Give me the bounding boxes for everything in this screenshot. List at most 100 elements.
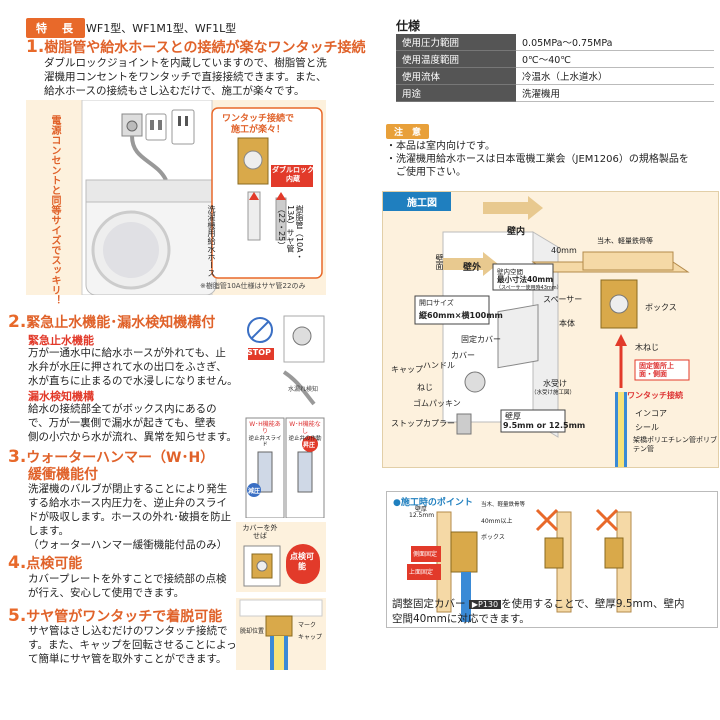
section-2-line: 給水の接続部全てがボックス内にあるの [28, 403, 217, 415]
dim-40-label: 40mm [551, 246, 577, 255]
spec-title: 仕様 [396, 19, 421, 33]
stop-label: STOP [247, 348, 271, 357]
section-2-line: 側の小穴から水が流れ、異常を知らせます。 [28, 431, 237, 443]
spec-value: 0℃〜40℃ [516, 50, 714, 68]
pressure-up-label: 昇圧 [303, 442, 316, 449]
point-drawing [407, 508, 632, 622]
one-touch-caption: ワンタッチ接続で施工が楽々！ [221, 114, 294, 135]
section-1-title: 樹脂管や給水ホースとの接続が楽なワンタッチ接続 [44, 40, 366, 56]
section-3-number: 3. [8, 447, 27, 467]
section-4-illustration [236, 522, 326, 592]
spec-value: 冷温水（上水道水） [516, 67, 714, 85]
section-3-line: （ウォーターハンマー緩衝機能付品のみ） [28, 539, 228, 551]
spacer-label: スペーサー [543, 295, 583, 304]
section-3-line: する給水ホース内圧力を、逆止弁のスライ [28, 497, 227, 509]
spec-key: 用途 [396, 84, 516, 102]
double-lock-label: ダブルロック内蔵 [272, 166, 314, 183]
wood-screw-label: 木ねじ [635, 343, 659, 352]
installation-diagram: 施工図 壁内 壁外 壁面 40mm 当木、軽量鉄骨等 壁内空間 [382, 191, 719, 468]
water-leak-label: 水漏れ検知 [287, 386, 318, 393]
section-2-illustration [244, 312, 326, 519]
stop-valve-diagram [245, 315, 325, 519]
spec-key: 使用温度範囲 [396, 50, 516, 68]
water-receiver-label: 水受け [543, 379, 567, 388]
section-5-body: サヤ管はさし込むだけのワンタッチ接続で す。また、キャップを回転させることによっ… [28, 624, 243, 666]
section-1-line: 給水ホースの接続もさし込むだけで、施工が楽々です。 [44, 85, 305, 97]
section-4-line: が行え、安心して使用できます。 [28, 587, 185, 599]
screw-label: ねじ [417, 383, 433, 392]
point-box-label: ボックス [481, 534, 505, 541]
emergency-stop-subtitle: 緊急止水機能 [28, 334, 94, 347]
point-box: ●施工時のポイント 壁厚 12.5mm 当木、軽量鉄骨等 40mm以上 ボックス… [386, 491, 718, 628]
pipe-type-label: 架橋ポリエチレン管ポリブテン管 [633, 436, 717, 453]
fixed-cover-label: 固定カバー [461, 335, 501, 344]
caution-line: ・洗濯機用給水ホースは日本電機工業会（JEM1206）の規格製品を [386, 154, 689, 165]
page-reference-badge[interactable]: ▶P130 [468, 600, 502, 609]
handle-label: ハンドル [423, 361, 455, 370]
spec-row: 使用流体冷温水（上水道水） [396, 67, 714, 85]
washer-illustration [26, 99, 326, 296]
box-label: ボックス [645, 303, 677, 312]
section-5-line: て簡単にサヤ管を取外すことができます。 [28, 653, 227, 665]
section-4-line: カバープレートを外すことで接続部の点検 [28, 573, 227, 585]
wall-inner-label: 壁内 [507, 227, 526, 237]
section-3-line: します。 [28, 525, 69, 537]
spec-row: 用途洗濯機用 [396, 84, 714, 102]
fix-point-label: 固定箇所上面・側面 [639, 362, 674, 378]
opening-value: 縦60mm×横100mm [419, 311, 503, 320]
pipe-footnote: ※樹脂管10A仕様はサヤ管22のみ [200, 282, 306, 290]
section-2-line: 水弁が水圧に押されて水の出口をふさぎ、 [28, 361, 227, 373]
stop-coupler-label: ストップカプラー [391, 419, 455, 428]
spec-key: 使用流体 [396, 67, 516, 85]
body-label: 本体 [559, 319, 575, 328]
section-1-body: ダブルロックジョイントを内蔵していますので、樹脂管と洗 濯機用コンセントをワンタ… [44, 56, 334, 98]
section-3-title-2: 緩衝機能付 [28, 467, 98, 483]
wh-on-label: W･H機能あり [249, 421, 281, 435]
section-5-heading: 5.サヤ管がワンタッチで着脱可能 [8, 606, 222, 626]
outlet-size-callout: 電源コンセントと同等サイズでスッキリ！ [49, 115, 60, 305]
spec-value: 0.05MPa〜0.75MPa [516, 34, 714, 51]
gasket-label: ゴムパッキン [413, 399, 461, 408]
caution-line: ・本品は室内向けです。 [386, 141, 495, 152]
section-5-illustration [236, 598, 326, 670]
hose-label: 洗濯機用給水ホース [207, 205, 216, 277]
inspection-box-diagram [243, 544, 320, 587]
point-text-post: を使用することで、壁厚9.5mm、壁内 [501, 598, 685, 610]
model-list: WF1型、WF1M1型、WF1L型 [86, 22, 237, 35]
cover-label: カバー [451, 351, 475, 360]
installation-title: 施工図 [383, 192, 451, 211]
section-5-line: す。また、キャップを回転させることによっ [28, 639, 237, 651]
wall-thickness-value: 9.5mm or 12.5mm [503, 421, 586, 430]
section-3-heading: 3.ウォーターハンマー（W･H） [8, 447, 214, 467]
mark-label: マーク [298, 622, 317, 629]
cap-label: キャップ [298, 634, 323, 641]
point-title: ●施工時のポイント [393, 498, 473, 508]
min-gap-note: （スペーサー使用時43mm） [496, 285, 562, 291]
water-receiver-note: （水受け施工図） [531, 390, 576, 396]
section-3-line: ドが吸収します。ホースの外れ･破損を防止 [28, 511, 232, 523]
section-1-line: 濯機用コンセントをワンタッチで直接接続できます。また、 [44, 71, 327, 83]
section-4-number: 4. [8, 553, 27, 573]
section-1-line: ダブルロックジョイントを内蔵していますので、樹脂管と洗 [44, 57, 327, 69]
release-position-label: 脱却位置 [240, 628, 265, 635]
min-gap-title: 壁内空間 [497, 268, 523, 276]
section-3-line: 洗濯機のバルブが閉止することにより発生 [28, 483, 228, 495]
installation-drawing [414, 196, 690, 467]
inner-core-label: インコア [635, 409, 667, 418]
check-slide-label: 逆止弁スライド [248, 436, 282, 448]
point-gap-label: 40mm以上 [481, 518, 513, 525]
point-text-pre: 調整固定カバー [392, 598, 466, 610]
section-2-heading: 2.緊急止水機能･漏水検知機構付 [8, 312, 215, 332]
wh-off-label: W･H機能なし [289, 421, 321, 435]
side-fix-label: 側面固定 [413, 551, 438, 558]
section-4-title: 点検可能 [26, 556, 83, 572]
section-2-title: 緊急止水機能･漏水検知機構付 [26, 315, 216, 331]
pipe-label: 樹脂管（10A・13A）サヤ管（22・25） [277, 205, 304, 261]
caution-line: ご使用下さい。 [386, 167, 466, 178]
section-5-number: 5. [8, 606, 27, 626]
section-1-heading: 1.樹脂管や給水ホースとの接続が楽なワンタッチ接続 [26, 37, 365, 57]
point-stud-label: 当木、軽量鉄骨等 [481, 502, 526, 508]
min-gap-value: 最小寸法40mm [497, 275, 554, 284]
